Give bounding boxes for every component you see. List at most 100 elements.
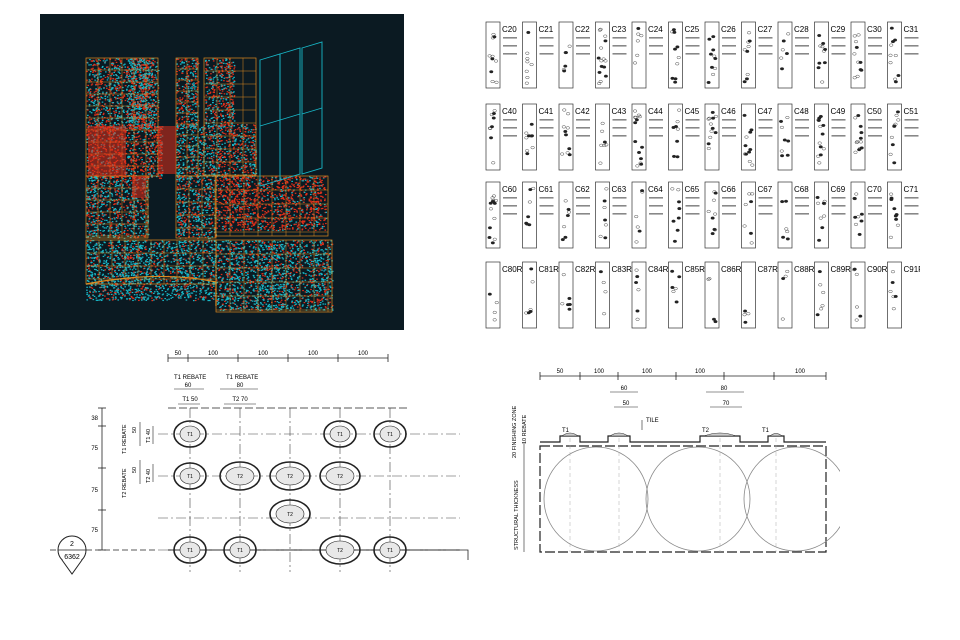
void-marker <box>675 120 680 124</box>
void-marker <box>487 54 492 58</box>
void-marker <box>817 161 822 165</box>
void-marker <box>889 26 894 30</box>
section-dim-60: 60 <box>621 386 628 392</box>
void-marker <box>822 61 827 65</box>
void-marker <box>896 118 901 122</box>
schedule-panel-card: C63 <box>595 181 627 249</box>
schedule-panel-label: C85R <box>685 265 706 274</box>
schedule-panel-label: C41 <box>539 107 554 116</box>
schedule-panel-label: C48 <box>794 107 809 116</box>
void-marker <box>711 116 716 120</box>
plan-void-t1: T1 <box>373 420 407 448</box>
schedule-panel-label: C71 <box>904 185 919 194</box>
void-marker <box>712 190 717 194</box>
void-marker <box>603 218 608 222</box>
void-circles <box>543 446 840 552</box>
void-marker <box>494 59 499 63</box>
schedule-panel-card: C42 <box>558 103 590 171</box>
void-marker <box>560 238 565 242</box>
schedule-panel-card: C86R <box>704 261 742 329</box>
void-marker <box>895 223 900 227</box>
schedule-panel-card: C25 <box>668 21 700 89</box>
void-marker <box>713 114 718 118</box>
plan-void-t1: T1 <box>173 420 207 448</box>
void-marker <box>742 152 747 156</box>
void-marker <box>892 207 897 211</box>
schedule-panel-label: C26 <box>721 25 736 34</box>
void-marker <box>890 143 895 147</box>
void-marker <box>742 113 747 117</box>
void-marker <box>526 215 531 219</box>
section-dim-2: 100 <box>594 369 605 375</box>
void-marker <box>599 143 604 147</box>
void-marker <box>635 317 640 321</box>
void-marker <box>816 201 821 205</box>
void-marker <box>821 49 826 53</box>
schedule-panel-label: C28 <box>794 25 809 34</box>
void-marker <box>786 139 791 143</box>
void-marker <box>634 240 639 244</box>
void-marker <box>857 148 862 152</box>
schedule-panel-card: C70 <box>850 181 882 249</box>
void-marker <box>891 295 896 299</box>
plan-void-t1: T1 <box>173 462 207 490</box>
void-marker <box>672 154 677 158</box>
schedule-panel-card: C85R <box>668 261 706 329</box>
schedule-panel-card: C66 <box>704 181 736 249</box>
void-marker <box>673 77 678 81</box>
void-marker <box>749 200 754 204</box>
void-marker <box>488 126 493 130</box>
void-marker <box>859 68 864 72</box>
plan-dim-left-4: 75 <box>91 528 98 534</box>
schedule-panel-label: C83R <box>612 265 633 274</box>
void-marker <box>858 314 863 318</box>
schedule-panel-card: C80R <box>485 261 523 329</box>
section-drawing: 50 100 100 100 100 60 50 80 70 TILE 20 F… <box>512 369 840 553</box>
schedule-panel-card: C47 <box>741 103 773 171</box>
void-marker <box>855 74 860 78</box>
void-marker <box>565 303 570 307</box>
void-marker <box>524 136 529 140</box>
cad-void-cluster <box>204 58 236 130</box>
void-marker <box>566 207 571 211</box>
void-marker <box>603 59 608 63</box>
void-marker <box>818 114 823 118</box>
void-marker <box>489 136 494 140</box>
schedule-panel-label: C31 <box>904 25 919 34</box>
schedule-panel-card: C21 <box>522 21 554 89</box>
void-marker <box>636 288 641 292</box>
void-marker <box>781 277 786 281</box>
void-marker <box>742 313 747 317</box>
void-marker <box>708 52 713 56</box>
plan-void-t1: T1 <box>323 420 357 448</box>
void-marker <box>750 192 755 196</box>
void-marker <box>710 110 715 114</box>
void-marker <box>601 57 606 61</box>
plan-void-t1: T1 <box>373 536 407 564</box>
section-center-lines <box>569 438 777 552</box>
plan-void-t2: T2 <box>269 499 311 529</box>
cad-void-cluster <box>176 58 200 129</box>
schedule-panel-card: C51 <box>887 103 919 171</box>
void-marker <box>677 108 682 112</box>
void-marker <box>601 281 606 285</box>
schedule-panel-label: C44 <box>648 107 663 116</box>
void-marker <box>675 155 680 159</box>
void-marker <box>822 214 827 218</box>
void-marker <box>711 48 716 52</box>
void-marker <box>706 209 711 213</box>
void-marker <box>853 215 858 219</box>
slab-outline <box>539 435 827 553</box>
void-marker <box>745 72 750 76</box>
schedule-panel-label: C62 <box>575 185 590 194</box>
schedule-panel-label: C47 <box>758 107 773 116</box>
void-marker <box>785 116 790 120</box>
schedule-panel-card: C50 <box>850 103 882 171</box>
section-dim-80: 80 <box>721 386 728 392</box>
void-marker <box>890 281 895 285</box>
schedule-panel-label: C89R <box>831 265 852 274</box>
void-marker <box>528 188 533 192</box>
plan-dim-2: 100 <box>208 351 219 357</box>
void-marker <box>563 199 568 203</box>
schedule-panel-label: C69 <box>831 185 846 194</box>
